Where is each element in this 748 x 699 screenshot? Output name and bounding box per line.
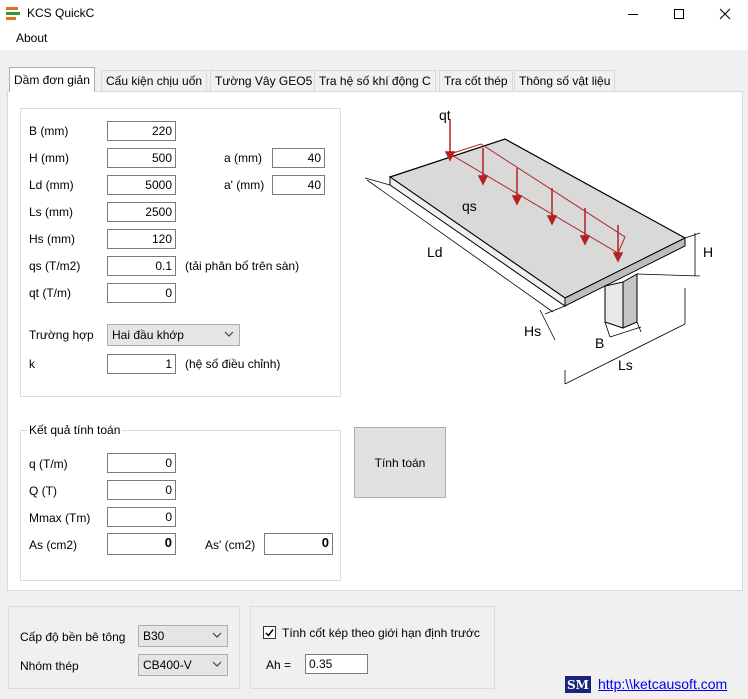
load-outline — [448, 143, 626, 254]
case-label: Trường hợp — [29, 328, 94, 342]
as-prime-result-value[interactable]: 0 — [264, 533, 333, 555]
shear-result-value[interactable]: 0 — [107, 480, 176, 500]
calculate-button[interactable]: Tính toán — [354, 427, 446, 498]
a-label: a (mm) — [224, 151, 262, 165]
maximize-button[interactable] — [656, 0, 702, 28]
double-rebar-group — [250, 606, 495, 689]
concrete-select[interactable]: B30 — [138, 625, 228, 647]
a-prime-label: a' (mm) — [224, 178, 265, 192]
a-input[interactable]: 40 — [272, 148, 325, 168]
b-input[interactable]: 220 — [107, 121, 176, 141]
menu-about[interactable]: About — [16, 31, 48, 45]
mmax-result-value[interactable]: 0 — [107, 507, 176, 527]
qs-input[interactable]: 0.1 — [107, 256, 176, 276]
ld-input[interactable]: 5000 — [107, 175, 176, 195]
tab-tuong-vay-geo5[interactable]: Tường Vây GEO5 — [210, 70, 318, 91]
close-button[interactable] — [702, 0, 748, 28]
tab-dam-don-gian[interactable]: Dầm đơn giản — [9, 67, 95, 92]
case-select-value: Hai đầu khớp — [112, 328, 184, 342]
beam-diagram: qt qs Ld H Hs B Ls — [364, 107, 713, 385]
diagram-label-ls: Ls — [618, 357, 633, 373]
ah-label: Ah = — [266, 658, 292, 672]
slab-right-edge — [564, 237, 686, 307]
diagram-label-qt: qt — [439, 107, 451, 123]
title-bar: KCS QuickC — [0, 0, 748, 28]
steel-label: Nhóm thép — [20, 659, 79, 673]
tab-tra-cot-thep[interactable]: Tra cốt thép — [439, 70, 513, 91]
results-group-title: Kết quả tính toán — [27, 423, 123, 437]
minimize-icon — [628, 14, 638, 15]
concrete-label: Cấp độ bền bê tông — [20, 630, 126, 644]
q-result-value[interactable]: 0 — [107, 453, 176, 473]
window-title: KCS QuickC — [27, 6, 95, 20]
results-group — [20, 430, 341, 581]
ah-input[interactable]: 0.35 — [305, 654, 368, 674]
close-icon — [719, 8, 731, 20]
h-input[interactable]: 500 — [107, 148, 176, 168]
chevron-down-icon — [212, 632, 222, 638]
h-label: H (mm) — [29, 151, 69, 165]
tab-thong-so-vat-lieu[interactable]: Thông số vật liệu — [514, 70, 616, 91]
material-group — [8, 606, 240, 689]
app-icon — [6, 6, 20, 20]
chevron-down-icon — [224, 331, 234, 337]
input-group — [20, 108, 341, 397]
as-prime-result-label: As' (cm2) — [205, 538, 256, 552]
mmax-result-label: Mmax (Tm) — [29, 511, 91, 525]
case-select[interactable]: Hai đầu khớp — [107, 324, 240, 346]
tab-tra-he-so-khi-dong[interactable]: Tra hệ số khí động C — [314, 70, 436, 91]
steel-select-value: CB400-V — [143, 658, 192, 672]
dimension-lines — [364, 177, 701, 385]
a-prime-input[interactable]: 40 — [272, 175, 325, 195]
qs-note: (tải phân bố trên sàn) — [185, 259, 300, 273]
minimize-button[interactable] — [610, 0, 656, 28]
b-label: B (mm) — [29, 124, 69, 138]
k-input[interactable]: 1 — [107, 354, 176, 374]
steel-select[interactable]: CB400-V — [138, 654, 228, 676]
chevron-down-icon — [212, 661, 222, 667]
k-note: (hệ số điều chỉnh) — [185, 357, 281, 371]
qs-label: qs (T/m2) — [29, 259, 81, 273]
diagram-label-h: H — [703, 244, 713, 260]
diagram-label-qs: qs — [462, 198, 477, 214]
diagram-label-hs: Hs — [524, 323, 541, 339]
ketcausoft-logo: SM — [565, 676, 591, 693]
diagram-label-b: B — [595, 335, 604, 351]
shear-result-label: Q (T) — [29, 484, 57, 498]
as-result-label: As (cm2) — [29, 538, 77, 552]
diagram-label-ld: Ld — [427, 244, 443, 260]
k-label: k — [29, 357, 35, 371]
qt-label: qt (T/m) — [29, 286, 71, 300]
menu-bar: About — [0, 28, 748, 50]
double-rebar-checkbox[interactable] — [263, 626, 276, 639]
ls-label: Ls (mm) — [29, 205, 73, 219]
tab-cau-kien-chiu-uon[interactable]: Cấu kiện chịu uốn — [101, 70, 208, 91]
hs-label: Hs (mm) — [29, 232, 75, 246]
ls-input[interactable]: 2500 — [107, 202, 176, 222]
beam-web-front — [604, 281, 624, 329]
qt-input[interactable]: 0 — [107, 283, 176, 303]
maximize-icon — [674, 9, 684, 19]
check-icon — [265, 629, 274, 637]
ld-label: Ld (mm) — [29, 178, 74, 192]
concrete-select-value: B30 — [143, 629, 165, 643]
as-result-value[interactable]: 0 — [107, 533, 176, 555]
beam-web-side — [622, 273, 638, 329]
load-arrows — [444, 120, 624, 263]
website-link[interactable]: http:\\ketcausoft.com — [598, 676, 728, 692]
q-result-label: q (T/m) — [29, 457, 68, 471]
hs-input[interactable]: 120 — [107, 229, 176, 249]
double-rebar-label: Tính cốt kép theo giới hạn định trước — [282, 626, 480, 640]
